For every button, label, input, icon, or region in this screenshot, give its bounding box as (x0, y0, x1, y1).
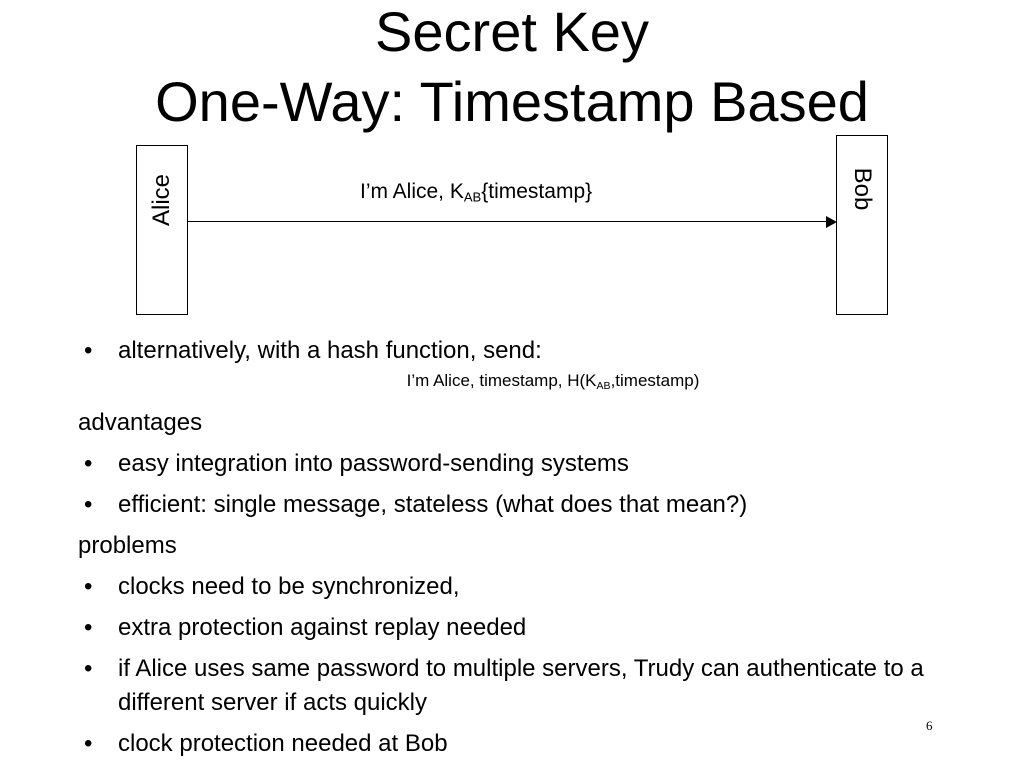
bullet-icon: • (84, 490, 93, 518)
message-arrow-line (188, 221, 828, 222)
bullet-alternative: • alternatively, with a hash function, s… (78, 334, 978, 368)
bullet-text: clocks need to be synchronized, (118, 572, 460, 600)
slide-title-line-2: One-Way: Timestamp Based (155, 70, 869, 133)
message-arrowhead-icon (826, 216, 837, 228)
alice-actor-label: Alice (148, 173, 175, 227)
bullet-icon: • (84, 449, 93, 477)
bullet-text: clock protection needed at Bob (118, 729, 448, 757)
advantage-item: • efficient: single message, stateless (… (78, 488, 978, 522)
bullet-text: extra protection against replay needed (118, 613, 527, 641)
message-label: I’m Alice, KAB{timestamp} (360, 180, 592, 205)
formula-suffix: ,timestamp) (610, 371, 700, 390)
alice-actor-box: Alice (136, 145, 188, 315)
slide-number: 6 (926, 718, 933, 733)
bullet-text: easy integration into password-sending s… (118, 449, 629, 477)
problem-item: • clock protection needed at Bob (78, 727, 978, 761)
problem-item: • extra protection against replay needed (78, 611, 978, 645)
bullet-text: if Alice uses same password to multiple … (118, 654, 924, 716)
advantages-heading: advantages (78, 408, 203, 436)
bob-actor-label: Bob (849, 167, 876, 211)
bullet-text: efficient: single message, stateless (wh… (118, 490, 748, 518)
message-prefix: I’m Alice, K (360, 180, 464, 203)
message-subscript: AB (463, 189, 482, 205)
bullet-icon: • (84, 654, 93, 682)
formula-subscript: AB (596, 379, 611, 392)
problems-heading: problems (78, 531, 177, 559)
problem-item: • if Alice uses same password to multipl… (78, 652, 978, 720)
slide-body: • alternatively, with a hash function, s… (78, 334, 978, 768)
bullet-icon: • (84, 572, 93, 600)
problem-item: • clocks need to be synchronized, (78, 570, 978, 604)
advantage-item: • easy integration into password-sending… (78, 447, 978, 481)
message-suffix: {timestamp} (481, 180, 593, 203)
hash-formula: I’m Alice, timestamp, H(KAB,timestamp) (78, 369, 978, 398)
slide-title-line-1: Secret Key (375, 0, 649, 63)
formula-prefix: I’m Alice, timestamp, H(K (406, 371, 597, 390)
bullet-text: alternatively, with a hash function, sen… (118, 337, 542, 364)
bob-actor-box: Bob (836, 135, 888, 315)
bullet-icon: • (84, 613, 93, 641)
bullet-icon: • (84, 729, 93, 757)
bullet-icon: • (84, 337, 93, 364)
